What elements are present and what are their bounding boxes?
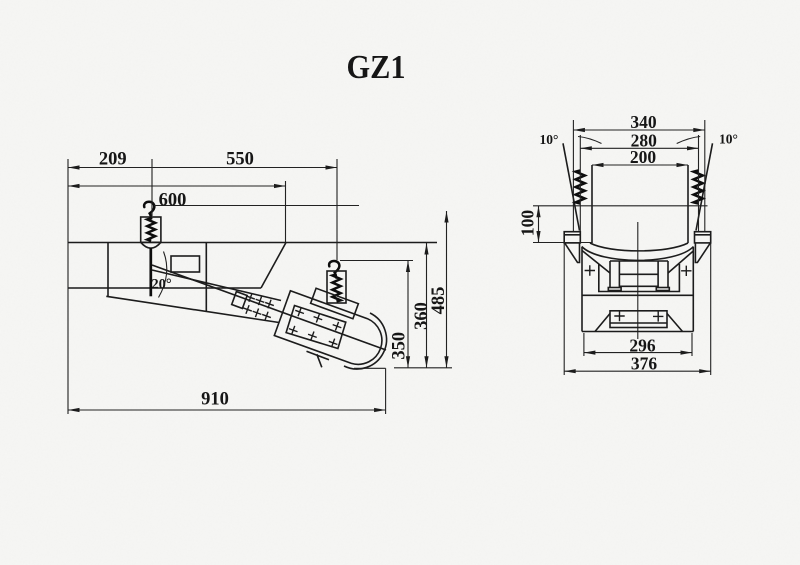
pedestal-base bbox=[594, 309, 684, 333]
motor-box bbox=[285, 304, 347, 350]
dim-label-376: 376 bbox=[631, 354, 658, 374]
housing-foot-mark bbox=[306, 350, 330, 368]
dim-label-20deg: 20° bbox=[151, 277, 172, 293]
right-flange bbox=[693, 230, 712, 264]
motor-mount-front bbox=[581, 249, 694, 293]
side-view-body bbox=[68, 241, 437, 370]
angle-arc-10-right bbox=[676, 135, 701, 144]
side-view-dimensions: 209 550 600 910 20° 350 360 485 bbox=[67, 149, 452, 414]
hopper-discharge-edge bbox=[260, 242, 287, 289]
nameplate bbox=[170, 255, 201, 273]
front-view-dimensions: 340 280 200 10° 10° 100 296 376 bbox=[518, 112, 738, 375]
dim-label-100: 100 bbox=[518, 210, 538, 237]
suspension-spring-rear bbox=[309, 259, 360, 320]
dim-label-200: 200 bbox=[630, 147, 657, 167]
dim-label-485: 485 bbox=[429, 287, 449, 315]
gusset bbox=[564, 242, 581, 264]
body-bottom-incline bbox=[106, 295, 280, 324]
gusset bbox=[694, 242, 711, 264]
front-view-body bbox=[562, 143, 714, 339]
pedestal-diag-left bbox=[594, 312, 611, 333]
dim-label-360: 360 bbox=[412, 302, 432, 330]
dim-label-910: 910 bbox=[201, 390, 229, 410]
spring-housing bbox=[326, 270, 347, 304]
dim-label-340: 340 bbox=[630, 112, 657, 132]
spring-coil-icon bbox=[328, 273, 345, 303]
front-spring-left bbox=[571, 169, 589, 205]
dim-label-209: 209 bbox=[99, 149, 127, 169]
spring-housing bbox=[139, 216, 162, 244]
angle-arc-10-left bbox=[577, 135, 602, 144]
dim-label-600: 600 bbox=[159, 191, 187, 211]
lower-frame bbox=[581, 247, 695, 333]
spring-coil-icon bbox=[143, 217, 159, 242]
deck-lower-line bbox=[151, 269, 282, 302]
angle-arc-20 bbox=[158, 251, 168, 298]
dim-label-10deg-right: 10° bbox=[719, 132, 738, 147]
pedestal-bar bbox=[609, 309, 668, 329]
spring-bracket bbox=[309, 287, 360, 320]
mount-box bbox=[598, 264, 681, 293]
mount-diagonal-left bbox=[581, 249, 611, 274]
motor-foot-right bbox=[655, 286, 671, 292]
front-spring-right bbox=[689, 169, 707, 205]
front-view: 340 280 200 10° 10° 100 296 376 bbox=[518, 112, 738, 375]
mount-diagonal-right bbox=[667, 250, 694, 274]
drawing-title: GZ1 bbox=[347, 49, 406, 86]
trough-bottom-inner-arc bbox=[589, 242, 689, 252]
dim-label-296: 296 bbox=[629, 336, 656, 356]
ext-line-bottom bbox=[354, 367, 452, 369]
dim-label-10deg-left: 10° bbox=[540, 132, 559, 147]
motor-foot-left bbox=[607, 286, 622, 292]
suspension-spring-front bbox=[139, 200, 162, 297]
dim-label-350: 350 bbox=[390, 332, 410, 360]
flange-plate bbox=[693, 230, 712, 244]
vibrator-housing bbox=[273, 289, 383, 366]
motor-body-lines bbox=[619, 273, 659, 288]
dim-label-280: 280 bbox=[631, 130, 658, 150]
side-view: 209 550 600 910 20° 350 360 485 bbox=[67, 149, 452, 414]
dim-label-550: 550 bbox=[226, 149, 254, 169]
pedestal-diag-right bbox=[666, 312, 684, 333]
discharge-lip-arc bbox=[343, 312, 388, 370]
left-wall-line bbox=[562, 143, 581, 231]
deck-bolt-plate bbox=[230, 290, 249, 310]
